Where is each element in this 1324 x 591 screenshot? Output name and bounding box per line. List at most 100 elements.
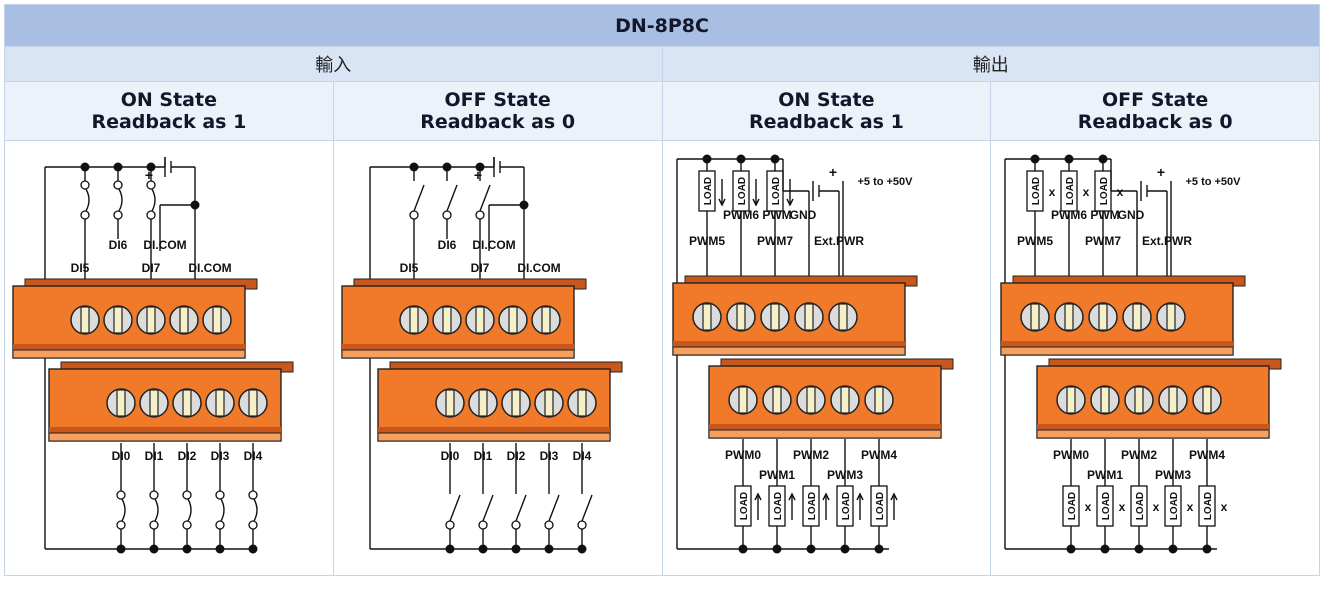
current-arrow xyxy=(717,198,726,207)
switch-open-blade xyxy=(446,184,458,212)
screw-slot xyxy=(544,389,554,417)
terminal-block-lip xyxy=(48,432,282,442)
switch-contact xyxy=(146,210,156,220)
current-arrow xyxy=(753,492,762,501)
terminal-label: DI.COM xyxy=(472,238,515,252)
terminal-label: PWM7 xyxy=(757,234,793,248)
state-line1: OFF State xyxy=(1101,89,1209,111)
terminal-label: Ext.PWR xyxy=(813,234,863,248)
screw-slot xyxy=(215,389,225,417)
switch-contact xyxy=(248,520,258,530)
screw-slot xyxy=(1134,386,1144,414)
switch-open-blade xyxy=(482,494,494,522)
screw-slot xyxy=(113,306,123,334)
terminal-label: + xyxy=(1157,164,1165,180)
terminal-label: PWM1 xyxy=(759,468,795,482)
terminal-label: DI2 xyxy=(178,449,197,463)
terminal-block-rail xyxy=(377,427,610,433)
terminal-label: DI6 xyxy=(109,238,128,252)
state-line1: ON State xyxy=(120,89,217,111)
screw-slot xyxy=(1066,386,1076,414)
load-label: LOAD xyxy=(1067,492,1078,520)
terminal-label: DI5 xyxy=(71,261,90,275)
terminal-block-rail xyxy=(341,344,574,350)
terminal-label: GND xyxy=(1118,208,1145,222)
table-title: DN-8P8C xyxy=(4,4,1320,47)
screw-slot xyxy=(1100,386,1110,414)
terminal-label: DI0 xyxy=(112,449,131,463)
screw-slot xyxy=(182,389,192,417)
switch-contact xyxy=(80,180,90,190)
output-section-header: 輸出 xyxy=(661,46,1320,82)
switch-closed xyxy=(151,188,156,212)
terminal-label: x xyxy=(1083,185,1090,199)
current-arrow xyxy=(751,198,760,207)
screw-slot xyxy=(475,306,485,334)
switch-contact xyxy=(475,210,485,220)
terminal-label: x xyxy=(1085,500,1092,514)
switch-closed xyxy=(220,498,225,522)
terminal-label: DI4 xyxy=(572,449,591,463)
load-label: LOAD xyxy=(1135,492,1146,520)
current-arrow xyxy=(785,198,794,207)
terminal-label: PWM7 xyxy=(1085,234,1121,248)
load-label: LOAD xyxy=(773,492,784,520)
switch-open-blade xyxy=(449,494,461,522)
terminal-block-rail xyxy=(49,427,281,433)
switch-closed xyxy=(121,498,126,522)
screw-slot xyxy=(149,389,159,417)
screw-slot xyxy=(508,306,518,334)
terminal-label: + xyxy=(828,164,836,180)
screw-slot xyxy=(577,389,587,417)
terminal-label: +5 to +50V xyxy=(857,176,913,188)
screw-slot xyxy=(511,389,521,417)
junction-dot xyxy=(511,544,521,554)
switch-contact xyxy=(182,520,192,530)
terminal-label: DI.COM xyxy=(517,261,560,275)
screw-slot xyxy=(1064,303,1074,331)
terminal-label: DI1 xyxy=(473,449,492,463)
switch-contact xyxy=(442,210,452,220)
junction-dot xyxy=(1168,544,1178,554)
terminal-block-lip xyxy=(1036,429,1270,439)
switch-contact xyxy=(248,490,258,500)
terminal-label: x xyxy=(1117,185,1124,199)
switch-open-blade xyxy=(515,494,527,522)
junction-dot xyxy=(840,544,849,554)
switch-contact xyxy=(116,490,126,500)
screw-slot xyxy=(1202,386,1212,414)
junction-dot xyxy=(1066,544,1076,554)
load-label: LOAD xyxy=(703,177,714,205)
terminal-block-rail xyxy=(708,424,941,430)
terminal-block-lip xyxy=(341,349,575,359)
terminal-label: PWM xyxy=(762,208,791,222)
screw-slot xyxy=(837,303,848,331)
terminal-label: PWM4 xyxy=(1189,448,1225,462)
state-line1: OFF State xyxy=(444,89,551,111)
switch-contact xyxy=(215,490,225,500)
terminal-label: PWM6 xyxy=(1051,208,1087,222)
switch-contact xyxy=(215,520,225,530)
terminal-label: PWM5 xyxy=(1017,234,1053,248)
switch-closed xyxy=(253,498,258,522)
screw-slot xyxy=(769,303,780,331)
load-label: LOAD xyxy=(807,492,818,520)
switch-contact xyxy=(149,520,159,530)
terminal-label: PWM0 xyxy=(725,448,761,462)
junction-dot xyxy=(738,544,747,554)
terminal-label: DI0 xyxy=(440,449,459,463)
junction-dot xyxy=(1202,544,1212,554)
terminal-label: PWM2 xyxy=(793,448,829,462)
load-label: LOAD xyxy=(875,492,886,520)
junction-dot xyxy=(116,544,126,554)
terminal-label: x xyxy=(1187,500,1194,514)
screw-slot xyxy=(478,389,488,417)
junction-dot xyxy=(874,544,883,554)
screw-slot xyxy=(409,306,419,334)
load-label: LOAD xyxy=(1169,492,1180,520)
terminal-block-lip xyxy=(708,429,941,439)
